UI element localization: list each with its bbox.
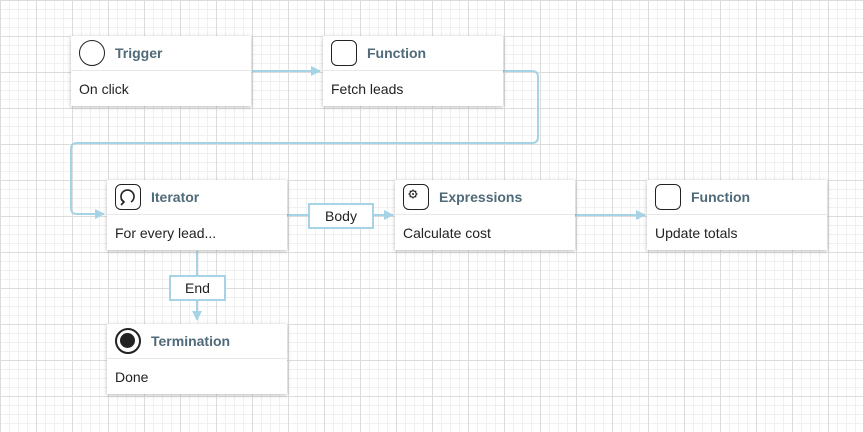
function-box-icon: [331, 40, 357, 66]
node-header: Function: [323, 36, 503, 71]
node-body: On click: [79, 80, 129, 97]
edge-fetch-to-iterator[interactable]: [70, 70, 539, 219]
function-box-icon: [655, 184, 681, 210]
node-update-totals[interactable]: Function Update totals: [647, 180, 827, 250]
node-body: For every lead...: [115, 224, 217, 241]
node-fetch-leads[interactable]: Function Fetch leads: [323, 36, 503, 106]
node-title: Expressions: [439, 189, 523, 205]
node-title: Iterator: [151, 189, 200, 205]
expressions-gear-icon: [403, 184, 429, 210]
node-expressions[interactable]: Expressions Calculate cost: [395, 180, 575, 250]
node-body: Update totals: [655, 224, 738, 241]
node-iterator[interactable]: Iterator For every lead...: [107, 180, 287, 250]
node-termination[interactable]: Termination Done: [107, 324, 287, 394]
node-title: Termination: [151, 333, 231, 349]
edge-label-body[interactable]: Body: [308, 203, 374, 229]
iterator-loop-icon: [115, 184, 141, 210]
node-header: Iterator: [107, 180, 287, 215]
node-header: Expressions: [395, 180, 575, 215]
node-title: Function: [691, 189, 751, 205]
edge-label-end[interactable]: End: [169, 275, 226, 301]
node-title: Trigger: [115, 45, 163, 61]
node-header: Trigger: [71, 36, 251, 71]
node-header: Function: [647, 180, 827, 215]
node-trigger[interactable]: Trigger On click: [71, 36, 251, 106]
trigger-circle-icon: [79, 40, 105, 66]
node-body: Calculate cost: [403, 224, 491, 241]
node-body: Fetch leads: [331, 80, 404, 97]
node-header: Termination: [107, 324, 287, 359]
termination-icon: [115, 328, 141, 354]
node-body: Done: [115, 368, 149, 385]
node-title: Function: [367, 45, 427, 61]
